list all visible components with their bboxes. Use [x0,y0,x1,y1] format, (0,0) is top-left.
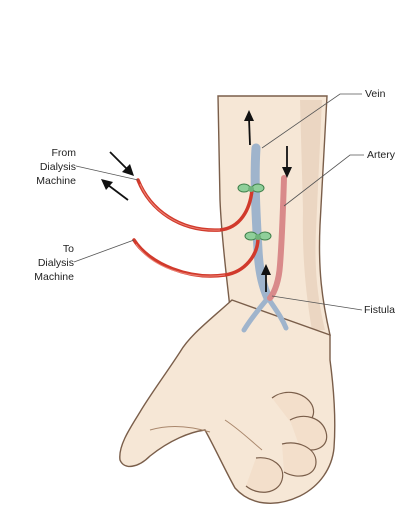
label-from-dialysis-machine: From Dialysis Machine [36,146,76,188]
arrow-to-machine-head [101,179,113,190]
leader-lines [73,93,364,311]
label-to-line1: To [62,243,74,255]
artery-vessel [267,175,287,301]
leader-fistula [271,295,363,311]
clamp-upper [237,183,265,193]
arrow-artery-down-head [282,167,292,178]
leader-artery [283,154,364,207]
label-vein: Vein [365,88,386,100]
hand-shape [119,299,336,504]
leader-from [75,165,139,181]
arrow-from-machine-shaft [109,151,129,171]
label-to-line3: Machine [34,271,74,283]
arrow-to-machine-shaft [107,184,129,201]
label-to-line2: Dialysis [37,257,74,269]
label-from-line3: Machine [36,175,76,187]
finger-4 [245,457,284,493]
arrow-from-machine-head [122,164,134,176]
finger-3 [281,442,317,477]
arrow-vein-up-head [244,110,254,121]
arrow-vein-up-shaft [248,117,251,146]
clamp-lower [244,231,272,241]
tube-highlight [135,183,226,277]
flow-arrows [101,110,292,292]
leader-vein [261,93,362,149]
forearm-shading [300,100,325,330]
label-from-line1: From [51,147,77,159]
label-from-line2: Dialysis [39,161,76,173]
thumb-crease [149,425,211,433]
arrow-fistula-up-head [261,264,271,275]
palm-crease [224,419,263,451]
label-fistula: Fistula [364,304,395,316]
label-to-dialysis-machine: To Dialysis Machine [34,242,74,284]
leader-to [73,239,135,263]
finger-2 [289,415,328,451]
label-artery: Artery [367,149,396,161]
